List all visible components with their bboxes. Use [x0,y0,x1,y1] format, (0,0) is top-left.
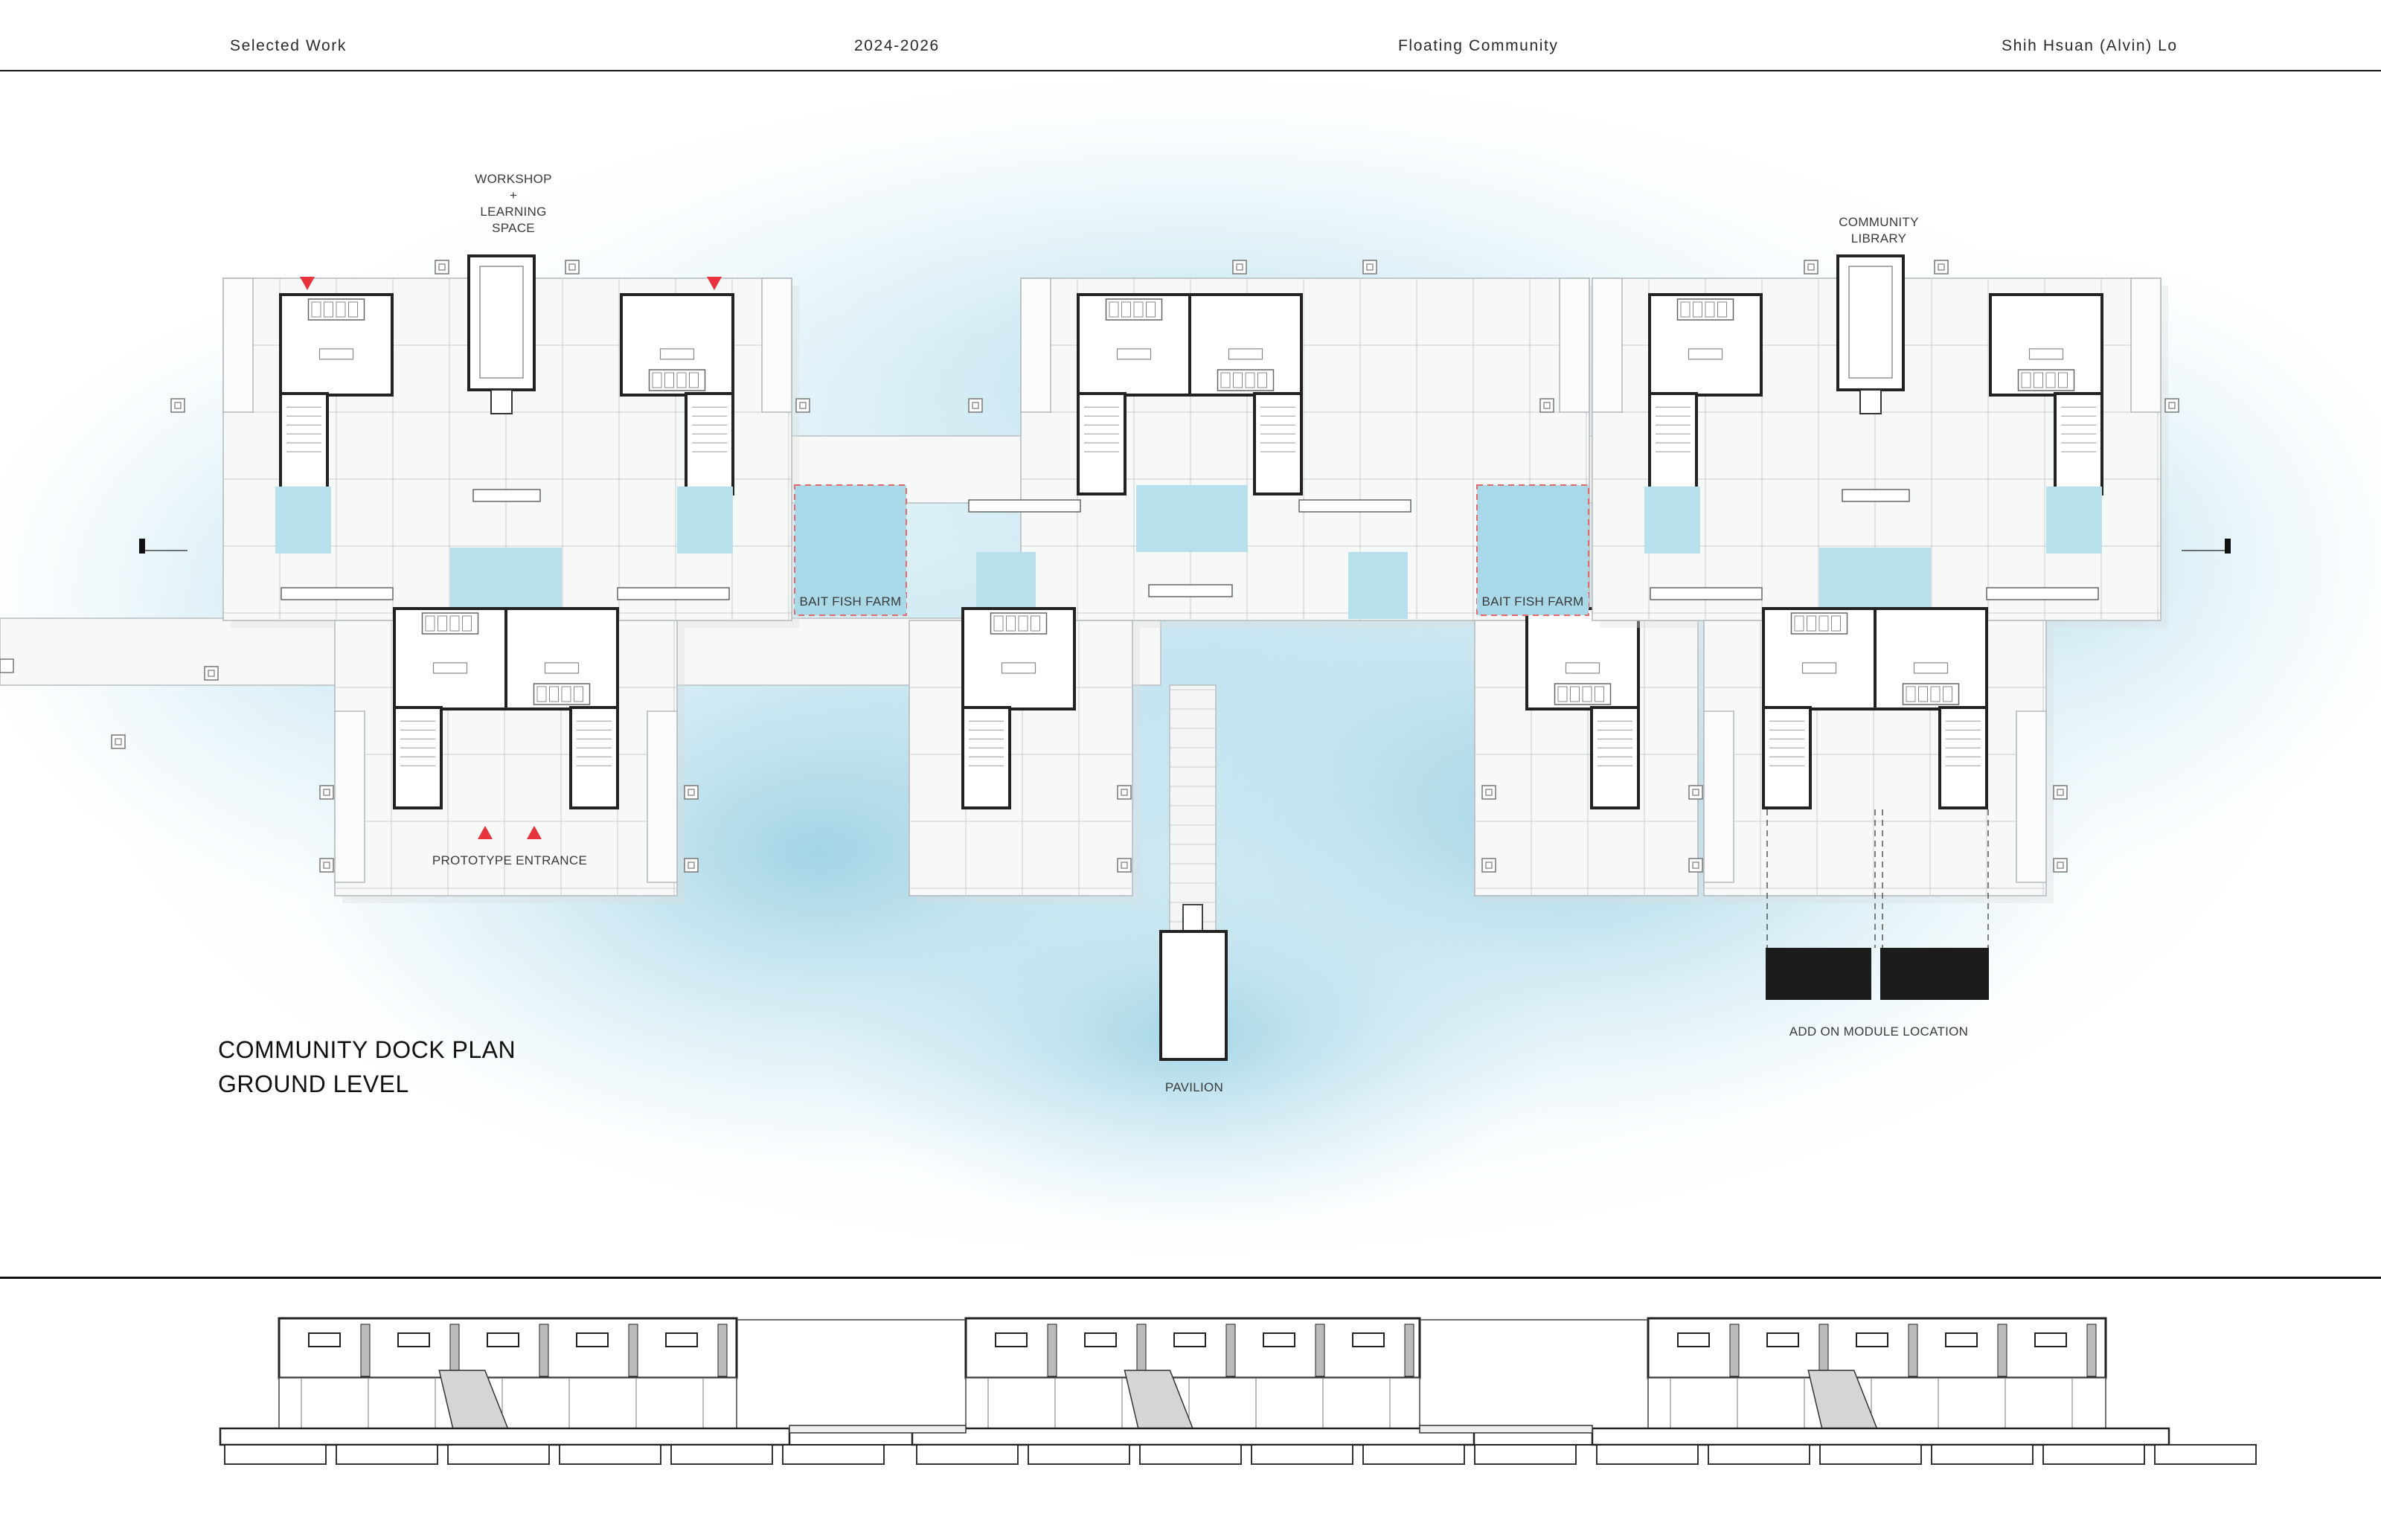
cluster-right [1539,254,2179,903]
label-community-library: COMMUNITY LIBRARY [1839,215,1919,246]
header-section-label: Selected Work [230,37,347,54]
label-prototype-entrance: PROTOTYPE ENTRANCE [432,853,588,867]
entrance-markers [300,277,722,839]
add-on-module-2 [1880,948,1989,1000]
add-on-modules [1766,809,1989,1000]
bait-fish-farm-pool-right [1476,484,1589,616]
label-pavilion: PAVILION [1164,1080,1224,1094]
add-on-module-1 [1766,948,1871,1000]
header-project-title: Floating Community [1398,37,1559,54]
cluster-left [0,254,810,903]
plan-title-line-1: COMMUNITY DOCK PLAN [218,1036,516,1063]
label-workshop-learning-space: WORKSHOP + LEARNING SPACE [475,172,552,235]
pavilion-structure [1159,930,1228,1061]
section-divider [0,1277,2381,1279]
dock-plan-drawing: WORKSHOP + LEARNING SPACE COMMUNITY LIBR… [0,71,2381,1277]
label-add-on-module-location: ADD ON MODULE LOCATION [1789,1024,1969,1039]
header-author: Shih Hsuan (Alvin) Lo [2002,37,2178,54]
dock-plan-svg [0,71,2381,1277]
header-years: 2024-2026 [854,37,940,54]
plan-title: COMMUNITY DOCK PLAN GROUND LEVEL [218,1033,516,1101]
bait-fish-farm-pool-left [794,484,907,616]
dock-section-elevation [0,1281,2381,1482]
label-bait-fish-farm-right: BAIT FISH FARM [1477,594,1589,610]
section-svg [219,1317,2257,1465]
plan-title-line-2: GROUND LEVEL [218,1071,409,1097]
label-bait-fish-farm-left: BAIT FISH FARM [795,594,906,610]
